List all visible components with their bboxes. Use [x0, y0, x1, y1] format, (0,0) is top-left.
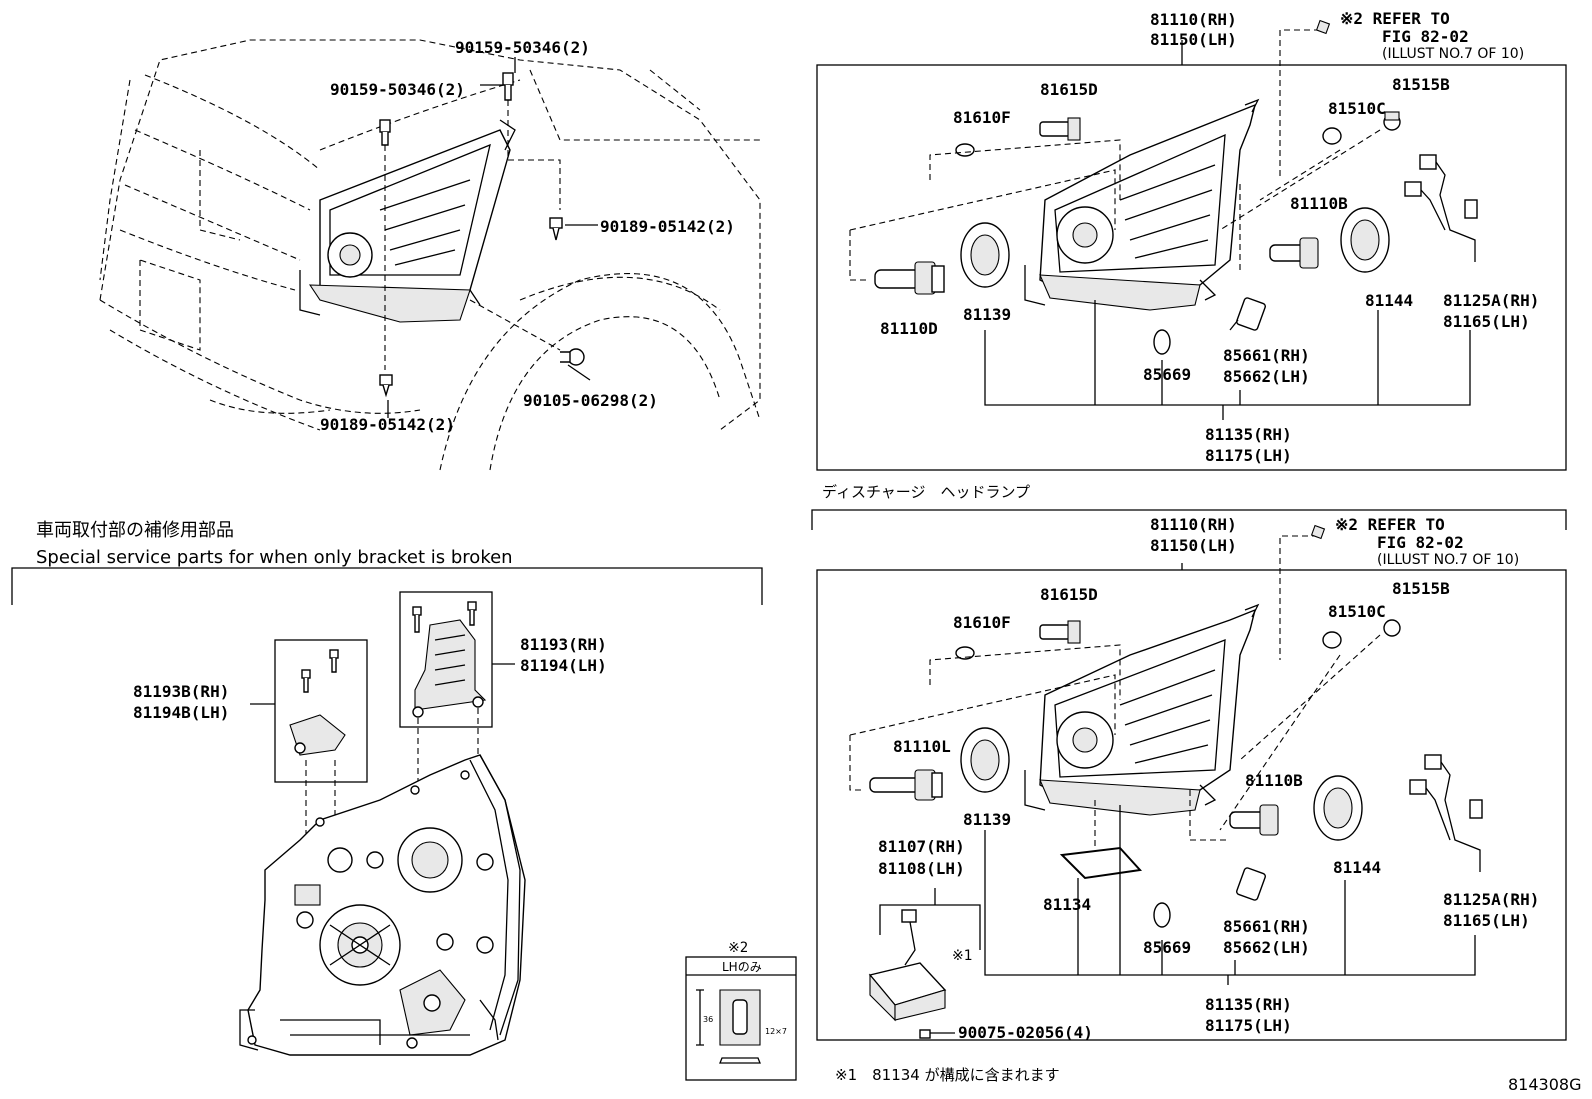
inset-mark: ※2: [728, 940, 748, 956]
bulb-81110L: [869, 769, 943, 801]
label-tr-81144: 81144: [1365, 291, 1413, 310]
refer-tr-1: ※2 REFER TO: [1340, 9, 1450, 28]
label-tr-85669: 85669: [1143, 365, 1191, 384]
label-br-81125A: 81125A(RH): [1443, 890, 1539, 909]
label-tr-85661: 85661(RH): [1223, 346, 1310, 365]
cover-81144-b: [1313, 775, 1363, 841]
refer-br-3: (ILLUST NO.7 OF 10): [1377, 552, 1519, 568]
label-tr-81139: 81139: [963, 305, 1011, 324]
actuator-85661-b: [1236, 867, 1266, 901]
cover-81139: [960, 222, 1010, 288]
label-tr-81615D: 81615D: [1040, 80, 1098, 99]
bulb-81510C-b: [1322, 631, 1342, 649]
special-title-en: Special service parts for when only brac…: [36, 547, 513, 568]
label-br-85661: 85661(RH): [1223, 917, 1310, 936]
label-tr-81510C: 81510C: [1328, 99, 1386, 118]
bulb-81510C: [1322, 127, 1342, 145]
refer-tr-2: FIG 82-02: [1382, 27, 1469, 46]
lh-only-inset: [685, 956, 797, 1081]
refer-br-2: FIG 82-02: [1377, 533, 1464, 552]
label-br-81108: 81108(LH): [878, 859, 965, 878]
label-br-81110L: 81110L: [893, 737, 951, 756]
label-br-81135: 81135(RH): [1205, 995, 1292, 1014]
bulb-81615D-b: [1039, 624, 1071, 640]
label-br-81165: 81165(LH): [1443, 911, 1530, 930]
oring-85669-b: [1153, 902, 1171, 928]
bulb-81610F-b: [955, 646, 975, 660]
oring-85669: [1153, 329, 1171, 355]
label-br-81139: 81139: [963, 810, 1011, 829]
label-br-81515B: 81515B: [1392, 579, 1450, 598]
harness-81125A-b: [1409, 754, 1483, 872]
inset-dim-b: 12×7: [765, 1027, 787, 1036]
inset-dim-a: 36: [703, 1015, 713, 1024]
label-tr-81110D: 81110D: [880, 319, 938, 338]
harness-81125A: [1404, 154, 1478, 262]
halogen-headlamp-section: [816, 19, 1567, 471]
label-tr-81135: 81135(RH): [1205, 425, 1292, 444]
gasket-81134: [1059, 846, 1143, 880]
label-81193: 81193(RH): [520, 635, 607, 654]
label-br-85669: 85669: [1143, 938, 1191, 957]
label-br-81110: 81110(RH): [1150, 515, 1237, 534]
diagram-code: 814308G: [1508, 1075, 1581, 1094]
callout-90189-a: 90189-05142(2): [600, 217, 735, 236]
label-br-81110B: 81110B: [1245, 771, 1303, 790]
ballast-81107: [868, 909, 947, 1022]
bracket-service-illustration: [239, 591, 526, 1056]
bulb-81610F: [955, 143, 975, 157]
label-br-81615D: 81615D: [1040, 585, 1098, 604]
label-tr-81110B: 81110B: [1290, 194, 1348, 213]
inset-label: LHのみ: [722, 960, 762, 974]
label-br-note1: ※1: [952, 948, 973, 964]
label-tr-81175: 81175(LH): [1205, 446, 1292, 465]
callout-90189-b: 90189-05142(2): [320, 415, 455, 434]
label-tr-81515B: 81515B: [1392, 75, 1450, 94]
label-tr-81125A: 81125A(RH): [1443, 291, 1539, 310]
footnote: ※1 81134 が構成に含まれます: [835, 1066, 1060, 1084]
callout-90105: 90105-06298(2): [523, 391, 658, 410]
label-br-81107: 81107(RH): [878, 837, 965, 856]
label-tr-81150: 81150(LH): [1150, 30, 1237, 49]
socket-81515B-b: [1383, 619, 1401, 637]
special-title-jp: 車両取付部の補修用部品: [36, 520, 234, 541]
label-81193B: 81193B(RH): [133, 682, 229, 701]
bulb-81110B: [1269, 237, 1319, 269]
actuator-85661: [1229, 297, 1266, 331]
label-br-81150: 81150(LH): [1150, 536, 1237, 555]
label-br-81144: 81144: [1333, 858, 1381, 877]
cover-81139-b: [960, 727, 1010, 793]
label-tr-81110: 81110(RH): [1150, 10, 1237, 29]
discharge-title: ディスチャージ ヘッドランプ: [822, 483, 1030, 501]
label-81194B: 81194B(LH): [133, 703, 229, 722]
label-br-81510C: 81510C: [1328, 602, 1386, 621]
label-tr-81610F: 81610F: [953, 108, 1011, 127]
bulb-81110D: [874, 261, 945, 295]
label-81194: 81194(LH): [520, 656, 607, 675]
discharge-headlamp-section: [811, 509, 1567, 1041]
label-br-81175: 81175(LH): [1205, 1016, 1292, 1035]
socket-81515B: [1383, 111, 1401, 131]
label-tr-85662: 85662(LH): [1223, 367, 1310, 386]
refer-tr-3: (ILLUST NO.7 OF 10): [1382, 46, 1524, 62]
label-br-81134: 81134: [1043, 895, 1091, 914]
label-br-81610F: 81610F: [953, 613, 1011, 632]
label-tr-81165: 81165(LH): [1443, 312, 1530, 331]
refer-br-1: ※2 REFER TO: [1335, 515, 1445, 534]
vehicle-front-illustration: [99, 39, 761, 471]
bulb-81615D: [1039, 117, 1081, 141]
callout-90159-b: 90159-50346(2): [330, 80, 465, 99]
label-br-85662: 85662(LH): [1223, 938, 1310, 957]
callout-90159-a: 90159-50346(2): [455, 38, 590, 57]
label-br-90075: 90075-02056(4): [958, 1023, 1093, 1042]
bulb-81110B-b: [1229, 804, 1279, 836]
cover-81144: [1340, 207, 1390, 273]
